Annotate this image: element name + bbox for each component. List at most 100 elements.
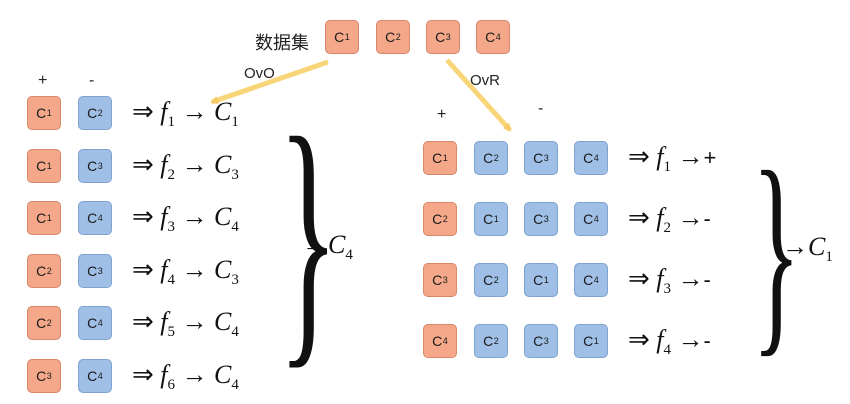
implies-symbol: ⇒ — [132, 97, 154, 126]
ovo-pos-header: + — [38, 72, 48, 89]
classifier-index: 2 — [167, 167, 176, 183]
box-class-name: C — [583, 333, 594, 349]
box-class-index: 3 — [543, 214, 549, 224]
box-class-index: 4 — [495, 32, 501, 42]
ovo-classifier-formula: ⇒ f3 → C4 — [132, 204, 239, 235]
box-class-index: 3 — [97, 161, 103, 171]
box-class-name: C — [533, 150, 544, 166]
box-class-name: C — [533, 333, 544, 349]
box-class-index: 2 — [493, 336, 499, 346]
box-class-name: C — [36, 105, 47, 121]
classifier-name: f — [160, 360, 168, 389]
ovo-classifier-formula: ⇒ f5 → C4 — [132, 309, 239, 340]
box-class-index: 1 — [593, 336, 599, 346]
target-class-name: C — [214, 150, 232, 179]
box-class-name: C — [87, 210, 98, 226]
maps-to-arrow: → — [671, 325, 704, 354]
box-class-index: 2 — [493, 153, 499, 163]
maps-to-arrow: → — [175, 97, 215, 126]
box-class-index: 4 — [593, 153, 599, 163]
box-class-name: C — [87, 368, 98, 384]
box-class-name: C — [583, 272, 594, 288]
box-class-index: 3 — [46, 371, 52, 381]
classifier-name: f — [160, 150, 168, 179]
maps-to-arrow: → — [302, 230, 328, 259]
result-class-name: C — [808, 232, 826, 261]
box-class-name: C — [583, 211, 594, 227]
maps-to-arrow: → — [175, 360, 215, 389]
box-class-name: C — [334, 29, 345, 45]
box-class-name: C — [483, 211, 494, 227]
classifier-index: 1 — [663, 159, 672, 175]
target-class-index: 4 — [231, 377, 239, 393]
implies-symbol: ⇒ — [132, 255, 154, 284]
box-class-index: 2 — [46, 266, 52, 276]
implies-symbol: ⇒ — [628, 142, 650, 171]
box-class-index: 2 — [395, 32, 401, 42]
box-class-index: 1 — [493, 214, 499, 224]
classifier-index: 6 — [167, 377, 176, 393]
target-class-name: C — [214, 360, 232, 389]
box-class-name: C — [485, 29, 496, 45]
ovo-label: OvO — [244, 65, 275, 82]
classifier-output-label: - — [703, 206, 711, 231]
box-class-index: 4 — [97, 213, 103, 223]
classifier-name: f — [656, 325, 664, 354]
implies-symbol: ⇒ — [132, 202, 154, 231]
implies-symbol: ⇒ — [132, 150, 154, 179]
box-class-name: C — [533, 272, 544, 288]
box-class-index: 4 — [442, 336, 448, 346]
maps-to-arrow: → — [671, 203, 704, 232]
classifier-output-label: + — [703, 145, 717, 170]
classifier-output-label: - — [703, 267, 711, 292]
maps-to-arrow: → — [175, 307, 215, 336]
target-class-index: 3 — [231, 272, 239, 288]
result-class-index: 4 — [345, 247, 353, 263]
box-class-name: C — [483, 272, 494, 288]
maps-to-arrow: → — [175, 255, 215, 284]
implies-symbol: ⇒ — [132, 307, 154, 336]
classifier-index: 5 — [167, 324, 176, 340]
maps-to-arrow: → — [175, 202, 215, 231]
box-class-name: C — [432, 333, 443, 349]
box-class-index: 3 — [543, 336, 549, 346]
ovr-neg-header: - — [538, 100, 544, 117]
box-class-index: 1 — [543, 275, 549, 285]
implies-symbol: ⇒ — [628, 325, 650, 354]
classifier-index: 4 — [663, 342, 672, 358]
classifier-name: f — [160, 255, 168, 284]
box-class-name: C — [435, 29, 446, 45]
ovr-classifier-formula: ⇒ f4 →- — [628, 327, 711, 358]
result-class-index: 1 — [825, 249, 833, 265]
box-class-name: C — [583, 150, 594, 166]
ovo-vote-result: →C4 — [302, 232, 353, 263]
box-class-index: 1 — [46, 108, 52, 118]
classifier-name: f — [160, 202, 168, 231]
classifier-index: 4 — [167, 272, 176, 288]
target-class-name: C — [214, 307, 232, 336]
box-class-name: C — [483, 150, 494, 166]
classifier-name: f — [160, 97, 168, 126]
box-class-name: C — [87, 263, 98, 279]
box-class-index: 1 — [442, 153, 448, 163]
box-class-name: C — [36, 368, 47, 384]
ovr-label: OvR — [470, 72, 500, 89]
box-class-index: 3 — [543, 153, 549, 163]
ovo-classifier-formula: ⇒ f2 → C3 — [132, 152, 239, 183]
